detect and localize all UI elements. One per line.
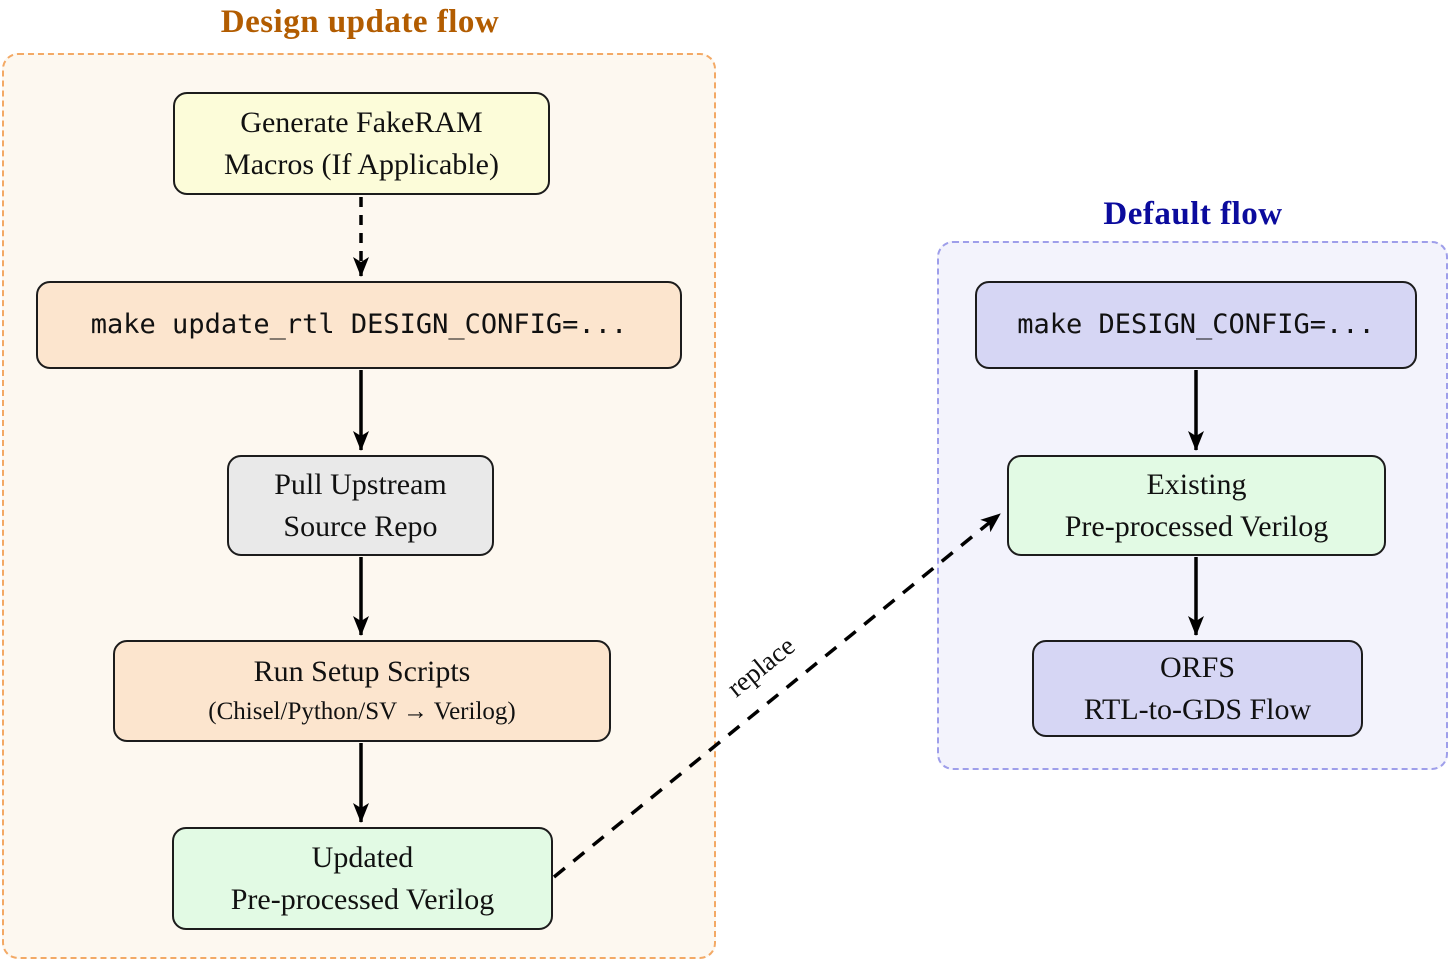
node-pull-upstream-source-repo: Pull Upstream Source Repo — [227, 455, 494, 556]
node-line: Updated — [311, 840, 414, 874]
node-line: Pull Upstream — [274, 467, 447, 501]
default-flow-title: Default flow — [1103, 196, 1283, 232]
node-make-update-rtl-command: make update_rtl DESIGN_CONFIG=... — [36, 281, 682, 369]
node-run-setup-scripts: Run Setup Scripts (Chisel/Python/SV → Ve… — [113, 640, 611, 742]
node-existing-preprocessed-verilog: Existing Pre-processed Verilog — [1007, 455, 1386, 556]
node-line: Generate FakeRAM — [240, 105, 483, 139]
node-line: Pre-processed Verilog — [1064, 509, 1329, 543]
node-orfs-rtl-to-gds-flow: ORFS RTL-to-GDS Flow — [1032, 640, 1363, 737]
command-text: make update_rtl DESIGN_CONFIG=... — [90, 309, 628, 340]
replace-edge-label: replace — [720, 630, 801, 703]
node-line: Existing — [1146, 467, 1247, 501]
node-line: Source Repo — [283, 509, 438, 543]
node-subline: (Chisel/Python/SV → Verilog) — [208, 698, 516, 725]
node-line: Macros (If Applicable) — [224, 147, 499, 181]
node-line: Pre-processed Verilog — [230, 882, 495, 916]
design-update-flow-title: Design update flow — [220, 4, 500, 40]
node-line: RTL-to-GDS Flow — [1083, 692, 1312, 726]
node-updated-preprocessed-verilog: Updated Pre-processed Verilog — [172, 827, 553, 930]
node-line: ORFS — [1159, 650, 1236, 684]
node-make-design-config-command: make DESIGN_CONFIG=... — [975, 281, 1417, 369]
node-line: Run Setup Scripts — [253, 655, 471, 688]
node-generate-fakeram-macros: Generate FakeRAM Macros (If Applicable) — [173, 92, 550, 195]
command-text: make DESIGN_CONFIG=... — [1017, 309, 1375, 340]
